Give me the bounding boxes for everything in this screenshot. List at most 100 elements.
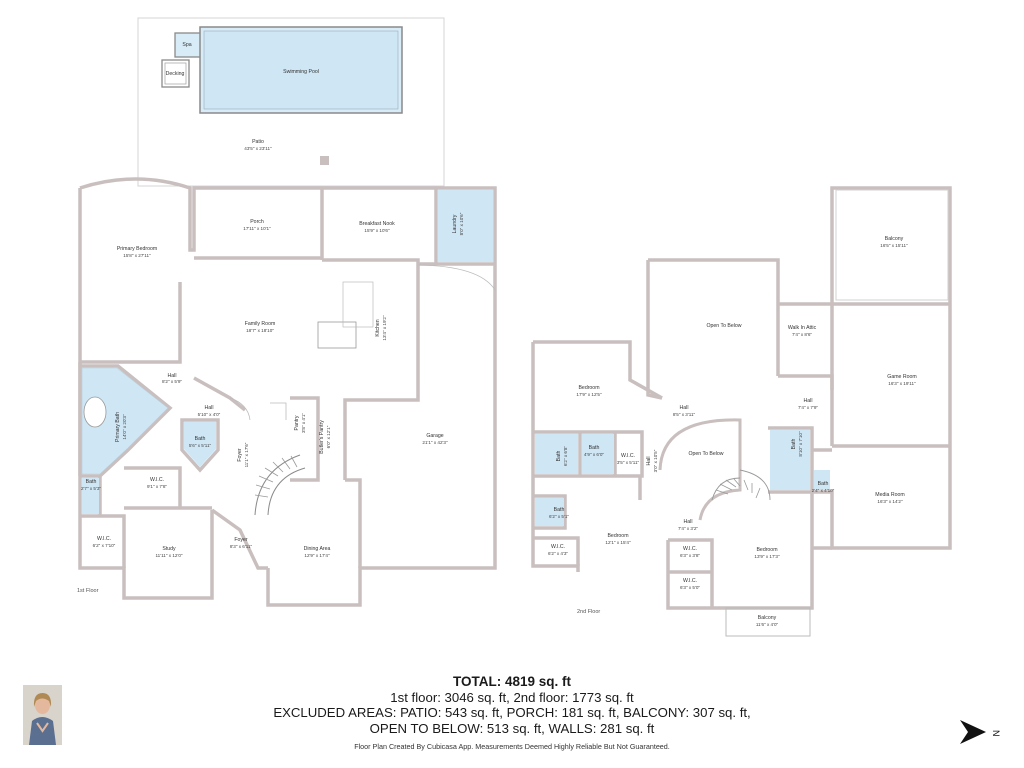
room-dims: 11'6" x 4'0" [756, 622, 779, 627]
spiral-stair-icon [254, 454, 306, 516]
floor-label: 1st Floor [77, 588, 99, 594]
primary-bath-fill [81, 367, 169, 475]
second-stair-icon [711, 469, 771, 501]
area-summary: TOTAL: 4819 sq. ft 1st floor: 3046 sq. f… [0, 674, 1024, 736]
room-name: Bath [86, 479, 97, 485]
room-dims: 5'6" x 5'11" [189, 443, 212, 448]
room-dims: 8'2" x 5'9" [162, 379, 182, 384]
floor-plan: Spa Decking Swimming Pool Patio 43'5" x … [77, 17, 952, 637]
second-interior-walls [533, 430, 644, 566]
patio-outline [137, 17, 445, 187]
room-dims: 14'0" x 20'3" [122, 414, 127, 440]
room-name: Breakfast Nook [359, 221, 395, 227]
room-name: Study [162, 546, 176, 552]
bathtub-icon [83, 396, 107, 428]
room-dims: 17'9" x 12'5" [576, 392, 602, 397]
room-name: Bedroom [578, 385, 599, 391]
room-dims: 7'4" x 7'9" [798, 405, 818, 410]
second-bath-fill-5 [814, 470, 830, 490]
room-name: Bath [556, 451, 562, 462]
room-dims: 3'5" x 5'11" [617, 460, 640, 465]
first-floor-labels: Spa Decking Swimming Pool Patio 43'5" x … [77, 42, 464, 594]
room-dims: 43'5" x 23'11" [244, 146, 272, 151]
room-dims: 13'4" x 19'2" [382, 315, 387, 341]
room-dims: 6'3" x 5'0" [680, 585, 700, 590]
decking-inner [164, 62, 187, 85]
room-dims: 16'3" x 19'11" [888, 381, 916, 386]
room-name: W.I.C. [621, 453, 635, 459]
room-name: Hall [684, 519, 693, 525]
room-name: Hall [646, 457, 652, 466]
room-name: Hall [205, 405, 214, 411]
bath-wc-fill [82, 478, 99, 514]
second-open-below-walls [646, 258, 780, 400]
bath-walls [180, 418, 220, 473]
room-dims: 11'1" x 17'6" [244, 442, 249, 467]
bath-small-fill [184, 422, 216, 467]
room-name: Balcony [758, 615, 777, 621]
room-dims: 6'2" x 4'3" [548, 551, 568, 556]
room-name: Foyer [234, 537, 248, 543]
room-dims: 3'8" x 4'1" [301, 413, 306, 433]
open-to-below-railing [658, 418, 742, 521]
pool-inner [203, 30, 399, 110]
room-name: Bedroom [607, 533, 628, 539]
room-dims: 7'4" x 8'6" [792, 332, 812, 337]
room-dims: 3'0" x 10'5" [653, 449, 658, 472]
second-exterior-west [531, 340, 663, 572]
room-name: W.I.C. [683, 546, 697, 552]
room-name: Open To Below [688, 451, 723, 457]
room-name: W.I.C. [551, 544, 565, 550]
patio-post [320, 156, 329, 165]
room-name: Hall [804, 398, 813, 404]
room-dims: 2'4" x 4'10" [812, 488, 835, 493]
second-game-room-walls [778, 186, 952, 550]
laundry-fill [438, 190, 493, 262]
north-arrow-icon: N [956, 716, 1004, 753]
room-dims: 12'1" x 15'4" [605, 540, 631, 545]
interior-walls-a [194, 188, 495, 480]
room-name: Decking [166, 71, 185, 77]
balcony-lower-outline [725, 607, 811, 637]
interior-walls-c [193, 376, 362, 570]
agent-photo [23, 685, 62, 745]
second-south-walls [666, 492, 832, 610]
room-name: Pantry [294, 415, 300, 430]
room-name: Garage [426, 433, 443, 439]
room-name: Media Room [875, 492, 904, 498]
room-name: Kitchen [375, 319, 381, 336]
room-name: Bath [554, 507, 565, 513]
kitchen-island [317, 321, 357, 349]
room-dims: 6'3" x 3'8" [680, 553, 700, 558]
room-name: W.I.C. [683, 578, 697, 584]
room-dims: 8'5" x 3'11" [673, 412, 696, 417]
room-name: Patio [252, 139, 264, 145]
room-name: Bath [791, 439, 797, 450]
room-dims: 21'1" x 42'3" [422, 440, 448, 445]
room-dims: 12'9" x 17'4" [304, 553, 330, 558]
room-name: Swimming Pool [283, 69, 319, 75]
room-name: Game Room [887, 374, 916, 380]
room-name: Walk In Attic [788, 325, 817, 331]
room-name: Bath [195, 436, 206, 442]
first-floor-plan [78, 17, 497, 607]
second-bath-fill-2 [582, 434, 614, 474]
room-name: Bath [818, 481, 829, 487]
second-bath-fill-3 [535, 498, 564, 526]
room-name: W.I.C. [97, 536, 111, 542]
second-east-walls [768, 374, 834, 494]
room-dims: 7'4" x 3'2" [678, 526, 698, 531]
room-dims: 15'9" x 10'6" [364, 228, 390, 233]
room-dims: 16'3" x 14'2" [877, 499, 903, 504]
room-name: Hall [680, 405, 689, 411]
room-dims: 13'9" x 17'3" [754, 554, 780, 559]
room-dims: 2'7" x 5'3" [81, 486, 101, 491]
room-dims: 6'2" x 7'10" [93, 543, 116, 548]
room-name: Primary Bath [115, 412, 121, 442]
room-dims: 8'10" x 7'10" [798, 431, 803, 457]
primary-bath-walls [80, 364, 173, 478]
room-dims: 18'7" x 18'10" [246, 328, 274, 333]
second-floor-plan [531, 186, 952, 637]
room-dims: 11'11" x 12'0" [155, 553, 182, 558]
open-to-below-areas: OPEN TO BELOW: 513 sq. ft, WALLS: 281 sq… [369, 720, 655, 736]
